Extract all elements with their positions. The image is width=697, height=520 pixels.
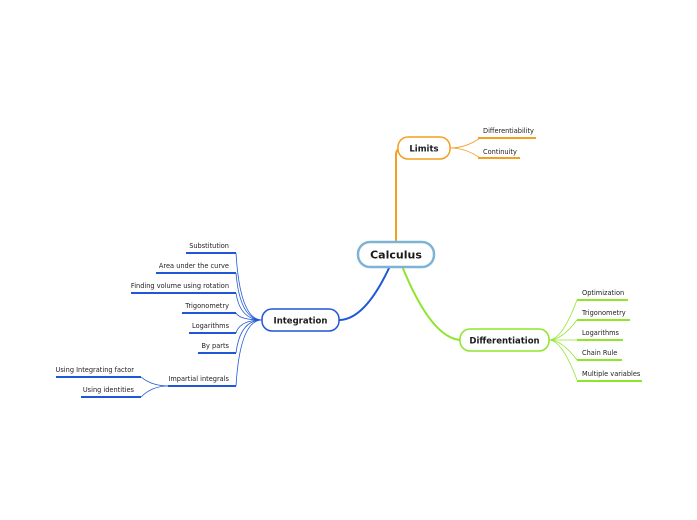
leaf-trigonometry-diff[interactable]: Trigonometry: [581, 309, 626, 317]
leaf-using-identities[interactable]: Using identities: [83, 386, 135, 394]
central-node-label: Calculus: [370, 249, 422, 262]
differentiation-node-label: Differentiation: [469, 337, 539, 347]
integration-node-label: Integration: [274, 317, 328, 327]
integration-underlines: [56, 252, 236, 398]
leaf-optimization[interactable]: Optimization: [582, 289, 624, 297]
connector-central-limits: [395, 147, 404, 243]
leaf-impartial-integrals[interactable]: Impartial integrals: [168, 375, 229, 383]
differentiation-underlines: [577, 299, 642, 382]
connector-central-differentiation: [401, 265, 463, 341]
leaf-chain-rule[interactable]: Chain Rule: [582, 349, 617, 357]
limits-underlines: [478, 137, 536, 159]
leaf-area-under-curve[interactable]: Area under the curve: [159, 262, 229, 270]
integration-node[interactable]: Integration: [261, 308, 340, 332]
leaf-logarithms-int[interactable]: Logarithms: [192, 322, 230, 330]
leaf-volume-rotation[interactable]: Finding volume using rotation: [131, 282, 229, 290]
leaf-differentiability[interactable]: Differentiability: [483, 127, 534, 135]
leaf-substitution[interactable]: Substitution: [189, 242, 229, 250]
leaf-multiple-variables[interactable]: Multiple variables: [582, 370, 641, 378]
connector-central-integration: [338, 265, 391, 321]
differentiation-node[interactable]: Differentiation: [459, 328, 550, 352]
leaf-integrating-factor[interactable]: Using Integrating factor: [56, 366, 135, 374]
limits-connectors: [449, 137, 481, 159]
leaf-logarithms-diff[interactable]: Logarithms: [582, 329, 620, 337]
leaf-trigonometry-int[interactable]: Trigonometry: [184, 302, 229, 310]
limits-node-label: Limits: [409, 145, 438, 155]
central-node[interactable]: Calculus: [356, 240, 436, 269]
integration-connectors: [140, 252, 263, 398]
limits-node[interactable]: Limits: [397, 136, 451, 160]
leaf-by-parts[interactable]: By parts: [202, 342, 230, 350]
leaf-continuity[interactable]: Continuity: [483, 148, 517, 156]
differentiation-connectors: [548, 299, 578, 381]
